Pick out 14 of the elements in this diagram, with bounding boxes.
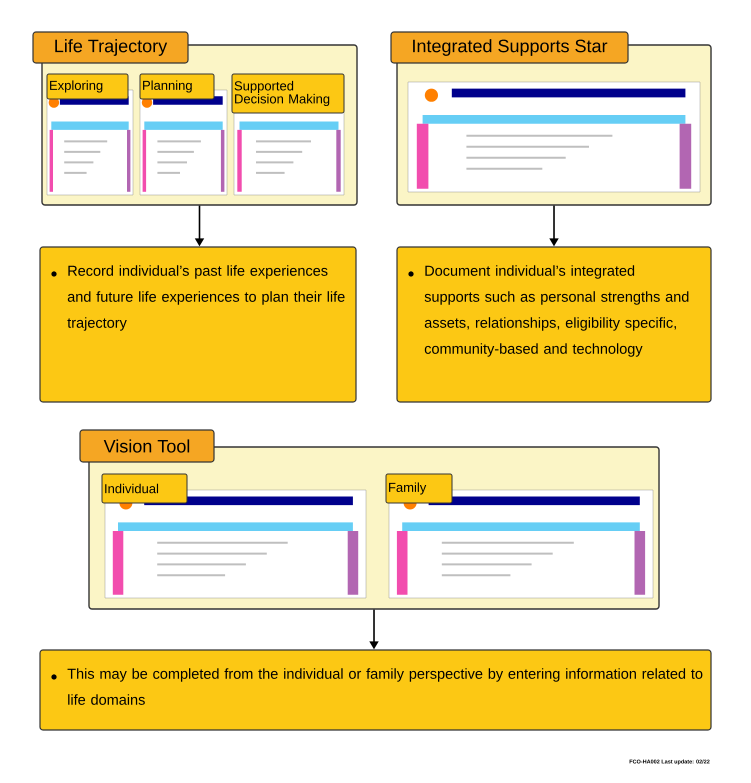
title-tab: Vision Tool xyxy=(79,429,215,463)
text-box xyxy=(396,246,712,403)
text-box xyxy=(39,649,712,731)
section-tab: Supported Decision Making xyxy=(232,74,344,114)
bullet-text: Document individual’s integrated supports such as personal strengths and assets, relationships, eligibility specific, community-based and technology xyxy=(424,265,688,357)
title-tab: Integrated Supports Star xyxy=(390,31,629,64)
section-tab: Family xyxy=(386,474,452,504)
bullet-text: This may be completed from the individual or family perspective by entering information related to life domains xyxy=(68,668,702,705)
section-tab: Planning xyxy=(140,74,214,100)
bullet-text: Record individual’s past life experiences and future life experiences to plan their life trajectory xyxy=(67,265,345,331)
title-tab: Life Trajectory xyxy=(32,31,189,64)
section-tab: Individual xyxy=(102,474,188,504)
text-box xyxy=(39,246,357,403)
section-tab: Exploring xyxy=(46,74,128,100)
